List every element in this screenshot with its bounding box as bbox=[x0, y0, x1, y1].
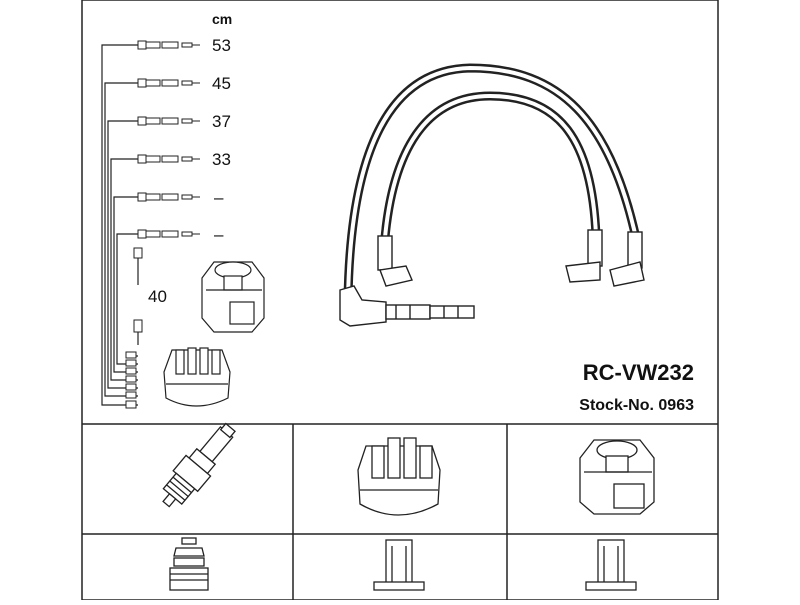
cable-row-5 bbox=[137, 192, 200, 202]
stock-number: Stock-No. 0963 bbox=[579, 397, 694, 414]
length-label-1: 53 bbox=[212, 36, 231, 55]
cable-row-2 bbox=[137, 78, 200, 88]
spark-plug-icon bbox=[162, 422, 236, 508]
cable-row-6 bbox=[137, 229, 200, 239]
ignition-cable-set-icon bbox=[343, 63, 641, 305]
length-label-5: – bbox=[214, 188, 224, 207]
coil-lead-label: 40 bbox=[148, 287, 167, 306]
cable-boots bbox=[339, 229, 645, 327]
ignition-coil-icon bbox=[579, 439, 655, 515]
part-number: RC-VW232 bbox=[583, 360, 694, 385]
unit-label: cm bbox=[212, 11, 232, 27]
terminal-connector-cap-icon bbox=[373, 539, 425, 591]
cable-connectors bbox=[125, 40, 200, 409]
terminal-stack bbox=[125, 351, 137, 409]
cable-row-4 bbox=[137, 154, 200, 164]
length-label-6: – bbox=[214, 225, 224, 244]
terminal-connector-coil-icon bbox=[585, 539, 637, 591]
length-label-3: 37 bbox=[212, 112, 231, 131]
cable-list bbox=[101, 44, 139, 406]
ignition-coil-small-icon bbox=[201, 261, 265, 333]
distributor-cap-small-icon bbox=[163, 347, 231, 407]
coil-lead-connector bbox=[133, 247, 143, 333]
cable-row-3 bbox=[137, 116, 200, 126]
boot-left bbox=[377, 235, 413, 287]
boot-right bbox=[609, 231, 645, 287]
length-label-4: 33 bbox=[212, 150, 231, 169]
length-label-2: 45 bbox=[212, 74, 231, 93]
boot-middle bbox=[565, 229, 603, 283]
cable-row-1 bbox=[137, 40, 200, 50]
terminal-connector-round-icon bbox=[169, 537, 209, 591]
distributor-cap-icon bbox=[357, 437, 441, 516]
long-boot bbox=[339, 285, 475, 327]
